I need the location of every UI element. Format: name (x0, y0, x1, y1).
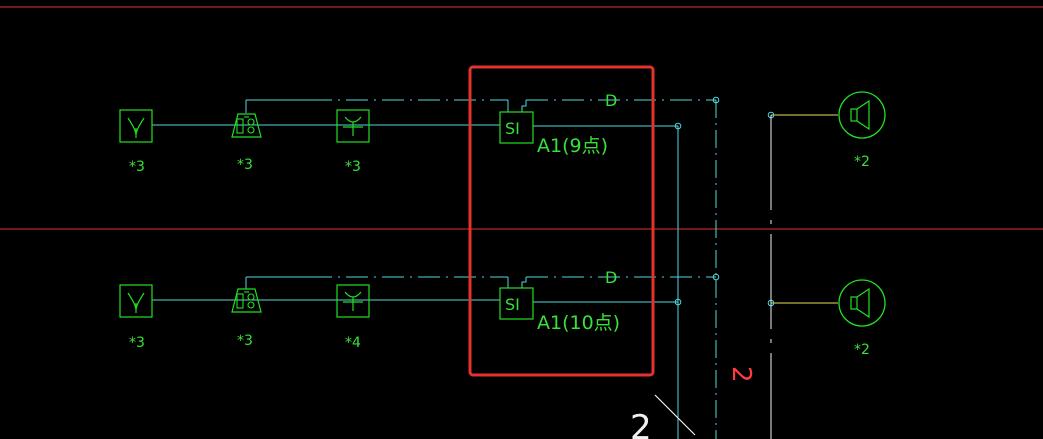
module-label: SI (505, 295, 520, 314)
module-caption: A1(9点) (537, 135, 608, 157)
module-caption: A1(10点) (537, 312, 620, 334)
smoke-detector-icon (119, 109, 153, 143)
module-tap (521, 100, 527, 112)
vertical-annotation: 2 (726, 366, 756, 383)
highlight-box (468, 65, 655, 377)
manual-call-point-icon (231, 288, 262, 313)
circuit-row-2 (119, 273, 886, 327)
speaker-count: *2 (854, 342, 870, 358)
bottom-annotation: 2 (630, 408, 652, 439)
device-count: *4 (345, 335, 361, 351)
dashed-tag: D (605, 91, 617, 110)
slash-mark (654, 394, 696, 436)
si-module (499, 287, 534, 320)
circuit-row-1 (119, 91, 886, 144)
speaker-count: *2 (854, 154, 870, 170)
si-module (499, 111, 534, 144)
device-count: *3 (129, 159, 145, 175)
device-count: *3 (237, 333, 253, 349)
dashed-tag: D (605, 268, 617, 287)
device-count: *3 (129, 335, 145, 351)
speaker-icon (767, 91, 886, 139)
speaker-icon (767, 279, 886, 327)
device-count: *3 (237, 157, 253, 173)
heat-detector-icon (336, 284, 370, 318)
manual-call-point-icon (231, 113, 262, 138)
module-tap (521, 277, 527, 288)
module-label: SI (505, 119, 520, 138)
device-count: *3 (345, 159, 361, 175)
smoke-detector-icon (119, 284, 153, 318)
heat-detector-icon (336, 109, 370, 143)
